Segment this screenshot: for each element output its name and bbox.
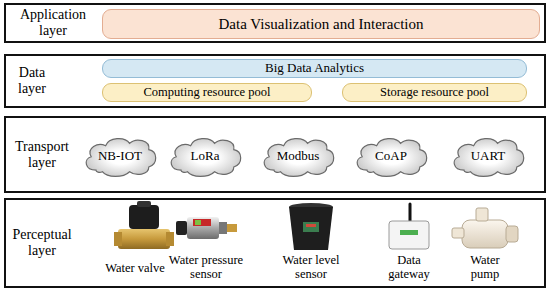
protocol-cloud: LoRa <box>165 134 245 178</box>
protocol-label: UART <box>471 149 506 163</box>
sensor-body <box>187 217 219 239</box>
water-valve-icon <box>114 201 174 249</box>
box-label: Storage resource pool <box>380 86 489 100</box>
protocol-label: Modbus <box>277 149 320 163</box>
cloud-shape <box>454 139 524 177</box>
protocol-label: NB-IOT <box>98 149 142 163</box>
device-caption: Water pressure sensor <box>163 253 249 282</box>
sensor-thread <box>227 224 237 232</box>
bucket-label <box>303 222 319 232</box>
box-label: Computing resource pool <box>143 86 270 100</box>
storage-pool-box: Storage resource pool <box>342 83 527 102</box>
perceptual-layer-band: Perceptual layer <box>4 198 546 288</box>
pump-cap <box>506 226 518 242</box>
protocol-cloud: NB-IOT <box>80 134 160 178</box>
cloud-shape <box>171 139 241 177</box>
visualization-box: Data Visualization and Interaction <box>102 9 540 39</box>
box-label: Big Data Analytics <box>265 61 364 75</box>
sensor-display <box>193 219 211 226</box>
box-label: Data Visualization and Interaction <box>219 16 424 33</box>
gateway-antenna <box>409 204 412 222</box>
computing-pool-box: Computing resource pool <box>102 83 312 102</box>
cloud-shape <box>264 139 334 177</box>
device-caption: Water valve <box>90 261 180 275</box>
gateway-case <box>389 221 429 249</box>
device-caption: Data gateway <box>380 253 438 282</box>
pump-outlet <box>452 228 464 238</box>
gateway-icon <box>389 204 429 249</box>
level-sensor-icon <box>289 203 333 250</box>
layer-label: Transport layer <box>9 138 75 170</box>
layer-label: Application layer <box>9 7 97 39</box>
bucket-body <box>289 207 333 250</box>
protocol-cloud: CoAP <box>351 134 431 178</box>
pump-icon <box>452 208 518 248</box>
sensor-connector <box>176 221 187 235</box>
application-layer-band: Application layer Data Visualization and … <box>4 3 546 43</box>
device-caption: Water level sensor <box>276 253 346 282</box>
analytics-box: Big Data Analytics <box>102 59 527 78</box>
cloud-shape <box>357 139 427 177</box>
layer-label: Perceptual layer <box>9 227 75 259</box>
pump-body <box>462 220 508 248</box>
valve-port <box>166 232 174 246</box>
cloud-shape <box>86 139 156 177</box>
layer-label: Data layer <box>9 65 55 97</box>
protocol-cloud: UART <box>448 134 528 178</box>
pressure-sensor-icon <box>176 217 237 239</box>
valve-coil <box>129 205 159 229</box>
sensor-led <box>195 220 201 225</box>
protocol-cloud: Modbus <box>258 134 338 178</box>
gateway-label <box>400 230 418 235</box>
bucket-label-mark <box>306 224 316 227</box>
pump-inlet <box>476 208 488 221</box>
valve-body <box>118 229 170 249</box>
valve-port <box>114 232 122 246</box>
device-caption: Water pump <box>459 253 511 282</box>
sensor-nut <box>219 222 227 234</box>
transport-layer-band: Transport layer NB-IOT LoRa Modbus CoAP UART <box>4 116 546 193</box>
data-layer-band: Data layer Big Data AnalyticsComputing re… <box>4 54 546 108</box>
protocol-label: LoRa <box>191 149 220 163</box>
protocol-label: CoAP <box>375 149 407 163</box>
valve-cap <box>137 201 151 207</box>
